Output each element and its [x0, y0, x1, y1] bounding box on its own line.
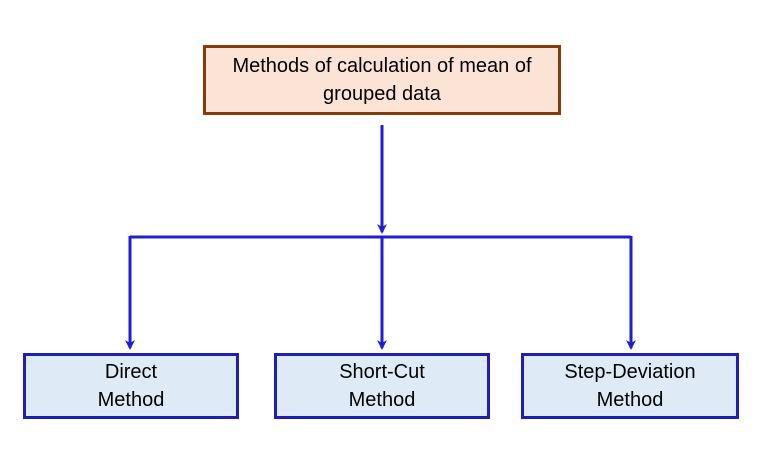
step-deviation-method-node: Step-Deviation Method — [521, 353, 739, 419]
direct-method-label-line1: Direct — [104, 361, 158, 383]
direct-method-node: Direct Method — [23, 353, 239, 419]
root-node-label-line2: grouped data — [323, 83, 441, 105]
root-node: Methods of calculation of mean of groupe… — [203, 45, 561, 115]
short-cut-method-label-line2: Method — [348, 389, 416, 411]
short-cut-method-label-line1: Short-Cut — [339, 361, 425, 383]
root-node-label-line1: Methods of calculation of mean of — [232, 55, 532, 77]
step-deviation-method-label-line1: Step-Deviation — [564, 361, 696, 383]
short-cut-method-node: Short-Cut Method — [274, 353, 490, 419]
step-deviation-method-label-line2: Method — [596, 389, 664, 411]
direct-method-label-line2: Method — [97, 389, 165, 411]
